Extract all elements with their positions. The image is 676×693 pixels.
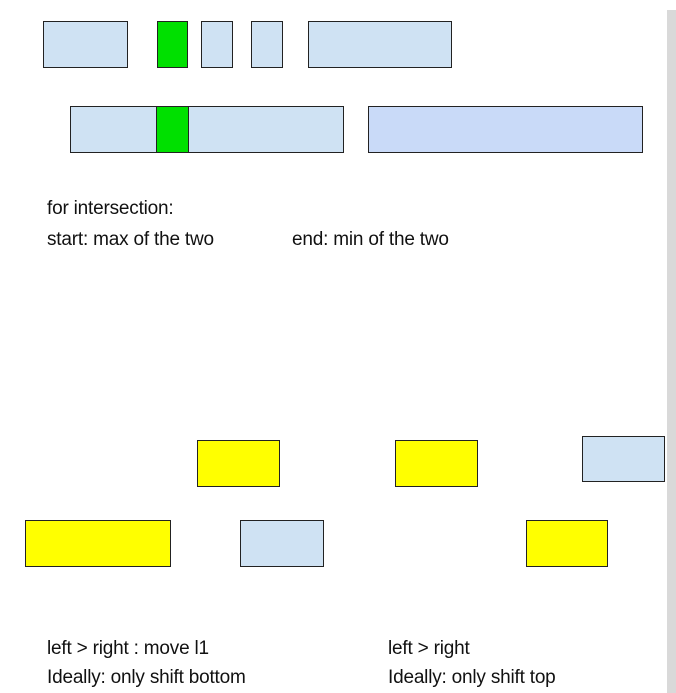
- case1-yellow-top: [197, 440, 280, 487]
- case2-action: Ideally: only shift top: [388, 667, 556, 688]
- case2-yellow-bottom: [526, 520, 608, 567]
- intersection-bottom-green: [156, 106, 189, 153]
- interval-top-4: [308, 21, 452, 68]
- interval-bottom-2: [368, 106, 643, 153]
- interval-top-3: [251, 21, 283, 68]
- case1-blue-bottom: [240, 520, 324, 567]
- interval-top-2: [201, 21, 233, 68]
- interval-top-1: [43, 21, 128, 68]
- case2-blue-top: [582, 436, 665, 482]
- case2-yellow-top: [395, 440, 478, 487]
- case1-action: Ideally: only shift bottom: [47, 667, 246, 688]
- end-rule: end: min of the two: [292, 229, 449, 250]
- case2-condition: left > right: [388, 638, 470, 659]
- interval-bottom-1: [70, 106, 344, 153]
- case1-yellow-bottom: [25, 520, 171, 567]
- start-rule: start: max of the two: [47, 229, 214, 250]
- case1-condition: left > right : move l1: [47, 638, 209, 659]
- vertical-scrollbar[interactable]: [667, 10, 676, 693]
- intersection-heading: for intersection:: [47, 198, 174, 219]
- intersection-top-green: [157, 21, 188, 68]
